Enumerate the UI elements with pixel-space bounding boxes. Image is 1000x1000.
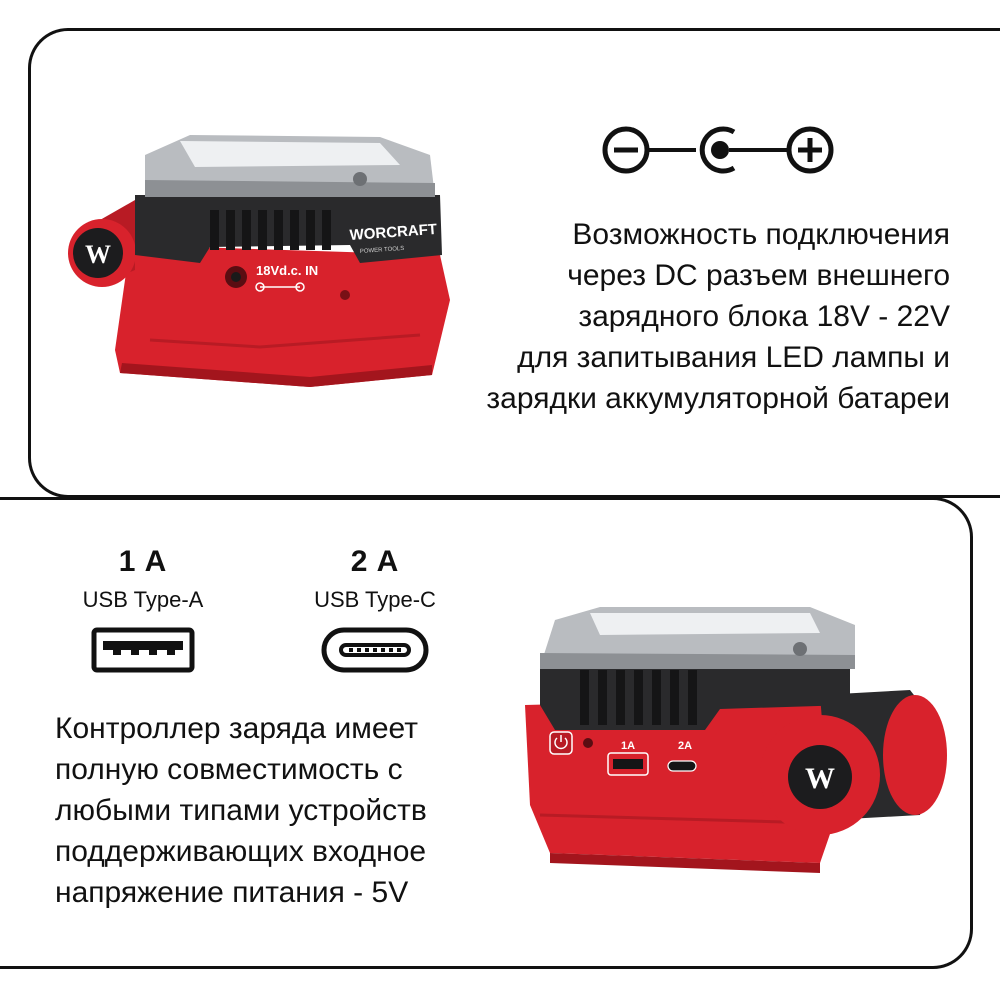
description-line: напряжение питания - 5V — [55, 876, 409, 909]
device-brand-tagline: POWER TOOLS — [360, 246, 405, 255]
description-line: через DC разъем внешнего — [567, 259, 950, 292]
usb-type-c-port-icon — [321, 627, 429, 673]
description-line: Возможность подключения — [572, 218, 950, 251]
device-power-button-icon — [549, 731, 573, 755]
product-image-dc-side: W WORCRAFT POWER TOOLS 18Vd.c. IN — [60, 125, 460, 395]
usb-type-a-spec: 1 A USB Type-A — [58, 545, 228, 673]
description-line: Контроллер заряда имеет — [55, 712, 418, 745]
device-brand-text: WORCRAFT — [349, 221, 437, 244]
description-line: зарядного блока 18V - 22V — [578, 300, 950, 333]
usb-a-current: 1 A — [118, 545, 168, 578]
description-line: для запитывания LED лампы и — [517, 341, 950, 374]
usb-a-type-label: USB Type-A — [82, 587, 204, 612]
dc-port-label: 18Vd.c. IN — [256, 263, 318, 278]
description-line: поддерживающих входное — [55, 835, 427, 868]
description-line: зарядки аккумуляторной батареи — [486, 382, 950, 415]
usb-c-current: 2 A — [350, 545, 400, 578]
charge-controller-description: Контроллер заряда имеет полную совместим… — [55, 708, 525, 913]
description-line: любыми типами устройств — [55, 794, 427, 827]
device-logo-letter: W — [85, 240, 111, 269]
dc-charging-description: Возможность подключения через DC разъем … — [330, 214, 950, 419]
device-port-c-label: 2A — [678, 740, 692, 752]
usb-type-a-port-icon — [91, 627, 195, 673]
usb-type-c-spec: 2 A USB Type-C — [290, 545, 460, 673]
usb-c-type-label: USB Type-C — [314, 587, 436, 612]
device-logo-letter: W — [805, 762, 835, 795]
dc-polarity-icon — [600, 122, 840, 178]
description-line: полную совместимость с — [55, 753, 403, 786]
device-port-a-label: 1A — [621, 740, 635, 752]
product-image-usb-side: W 1A 2A — [520, 605, 960, 880]
